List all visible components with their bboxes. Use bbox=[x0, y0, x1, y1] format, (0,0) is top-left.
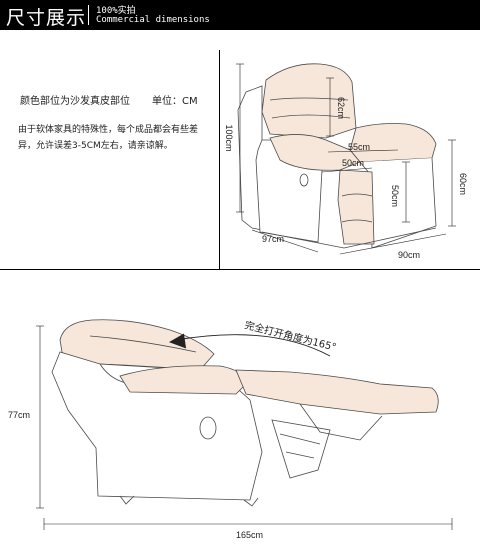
dim-width: 90cm bbox=[398, 250, 420, 260]
frame-divider-vertical bbox=[219, 50, 220, 270]
sofa-reclined-drawing bbox=[51, 319, 439, 507]
dim-seat-width: 55cm bbox=[348, 142, 370, 152]
dim-seat-height: 50cm bbox=[390, 185, 400, 207]
tolerance-note: 由于软体家具的特殊性，每个成品都会有些差异，允许误差3-5CM左右，请亲谅解。 bbox=[18, 125, 199, 151]
header-subtitle-en: Commercial dimensions bbox=[96, 15, 210, 25]
frame-divider-horizontal bbox=[0, 269, 480, 270]
dim-height-bottom: 77cm bbox=[8, 410, 30, 420]
unit-label: 单位：CM bbox=[152, 96, 198, 107]
dim-back: 62cm bbox=[336, 97, 346, 119]
header-subtitle-cn: 100%实拍 bbox=[96, 6, 136, 16]
header-title: 尺寸展示 bbox=[6, 7, 87, 29]
color-note: 颜色部位为沙发真皮部位 bbox=[20, 96, 130, 107]
sofa-front-drawing bbox=[237, 63, 437, 249]
top-dimension-lines bbox=[236, 63, 456, 255]
recline-arrow bbox=[168, 333, 331, 357]
dim-seat-depth: 50cm bbox=[342, 158, 364, 168]
dim-depth: 97cm bbox=[262, 234, 284, 244]
dim-length: 165cm bbox=[236, 530, 263, 540]
dim-height-top: 100cm bbox=[224, 124, 234, 151]
bottom-dimension-lines bbox=[36, 325, 453, 530]
dim-arm-height: 60cm bbox=[458, 173, 468, 195]
header-divider bbox=[88, 5, 89, 25]
header-bar bbox=[0, 0, 480, 30]
